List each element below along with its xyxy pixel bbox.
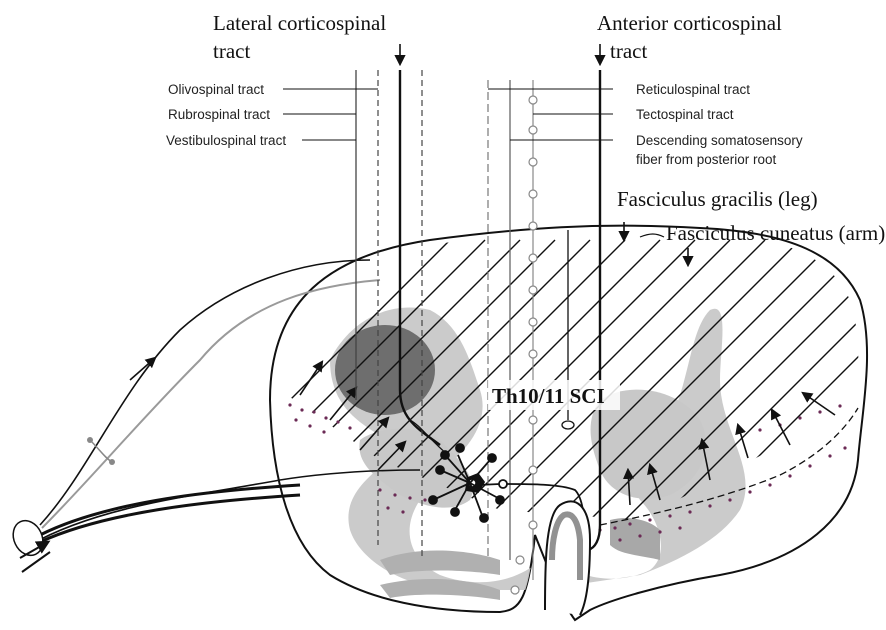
label-vestibulospinal: Vestibulospinal tract xyxy=(166,133,286,148)
label-descending-somatosensory: Descending somatosensory xyxy=(636,133,803,148)
label-lateral-corticospinal: Lateral corticospinal xyxy=(213,11,386,35)
label-descending-somatosensory-2: fiber from posterior root xyxy=(636,152,777,167)
label-lateral-corticospinal-2: tract xyxy=(213,39,250,63)
label-lesion-level: Th10/11 SCI xyxy=(492,384,605,408)
label-leader-lines xyxy=(283,89,613,140)
label-fasciculus-gracilis: Fasciculus gracilis (leg) xyxy=(617,187,818,211)
label-tectospinal: Tectospinal tract xyxy=(636,107,734,122)
label-anterior-corticospinal: Anterior corticospinal xyxy=(597,11,782,35)
descending-tract-nucleus xyxy=(335,325,435,415)
label-olivospinal: Olivospinal tract xyxy=(168,82,264,97)
central-canal xyxy=(562,421,574,429)
label-fasciculus-cuneatus: Fasciculus cuneatus (arm) xyxy=(666,221,885,245)
label-anterior-corticospinal-2: tract xyxy=(610,39,647,63)
label-rubrospinal: Rubrospinal tract xyxy=(168,107,270,122)
label-reticulospinal: Reticulospinal tract xyxy=(636,82,750,97)
